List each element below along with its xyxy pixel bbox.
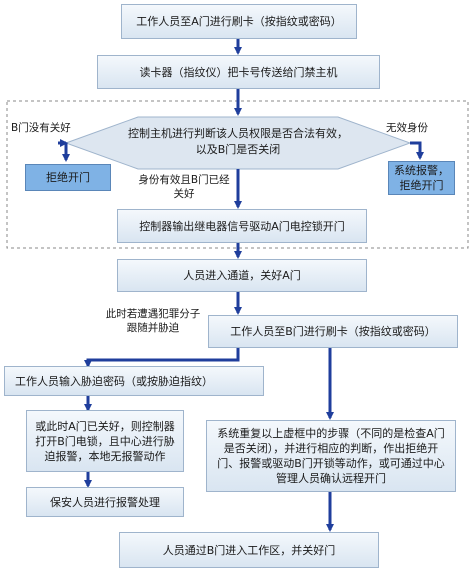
step-security: 保安人员进行报警处理 <box>26 487 184 517</box>
step-reader-transmit: 读卡器（指纹仪）把卡号传送给门禁主机 <box>97 55 380 89</box>
step-alarm: 系统报警，拒绝开门 <box>388 161 455 195</box>
label-invalid: 无效身份 <box>386 122 428 134</box>
label-b-not-closed: B门没有关好 <box>11 122 71 134</box>
decision-text: 控制主机进行判断该人员权限是否合法有效，以及B门是否关闭 <box>128 127 348 156</box>
step-repeat: 系统重复以上虚框中的步骤（不同的是检查A门是否关闭），并进行相应的判断，作出拒绝… <box>206 420 456 492</box>
step-relay-open: 控制器输出继电器信号驱动A门电控锁开门 <box>117 209 367 243</box>
label-coerced: 此时若遭遇犯罪分子跟随并胁迫 <box>105 308 201 334</box>
step-enter-work: 人员通过B门进入工作区，并关好门 <box>119 532 379 568</box>
step-duress-action: 或此时A门已关好，则控制器打开B门电锁，且中心进行胁迫报警，本地无报警动作 <box>26 410 184 472</box>
step-swipe-b: 工作人员至B门进行刷卡（按指纹或密码） <box>208 315 458 348</box>
step-reject: 拒绝开门 <box>25 164 111 191</box>
step-enter-channel: 人员进入通道，关好A门 <box>117 259 367 292</box>
step-swipe-a: 工作人员至A门进行刷卡（按指纹或密码） <box>121 4 357 39</box>
step-duress-code: 工作人员输入胁迫密码（或按胁迫指纹） <box>4 366 264 396</box>
label-valid: 身份有效且B门已经关好 <box>138 174 230 200</box>
